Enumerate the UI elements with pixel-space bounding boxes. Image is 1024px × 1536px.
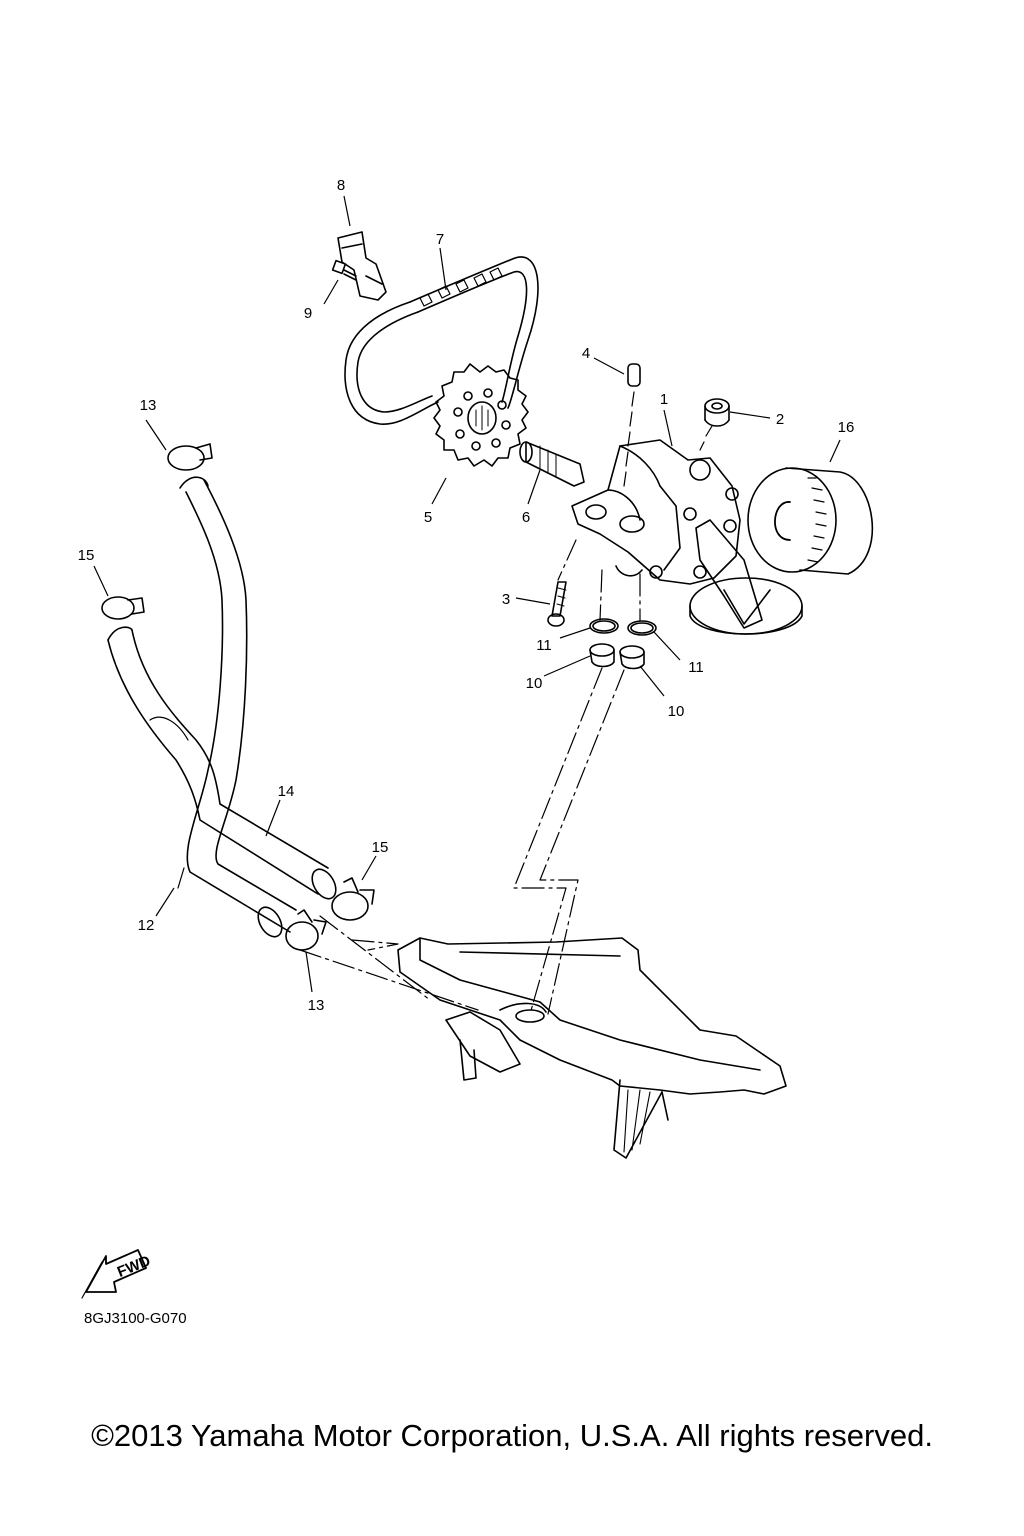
part-7-chain <box>344 256 539 425</box>
copyright-notice: ©2013 Yamaha Motor Corporation, U.S.A. A… <box>91 1418 933 1453</box>
part-2-collar <box>699 398 730 451</box>
part-4-dowel-pin <box>623 363 641 487</box>
callout-1: 1 <box>660 391 668 408</box>
callout-11-left: 11 <box>536 637 552 654</box>
callout-5: 5 <box>424 509 432 526</box>
callout-13-top: 13 <box>140 397 157 414</box>
part-12-hose <box>177 476 297 938</box>
oil-strainer <box>689 577 803 635</box>
callout-15-left: 15 <box>78 547 95 564</box>
figure-code: 8GJ3100-G070 <box>84 1310 187 1327</box>
callout-10-right: 10 <box>668 703 685 720</box>
callout-11-right: 11 <box>688 659 704 676</box>
part-8-chain-guide <box>337 231 387 301</box>
callout-leaders <box>93 195 841 993</box>
part-10-collars <box>589 643 645 670</box>
part-14-hose <box>107 626 337 900</box>
leader-lines <box>299 539 641 1015</box>
part-6-shaft <box>519 441 585 487</box>
part-1-oil-pump <box>571 439 763 629</box>
part-16-oil-filter <box>747 467 874 575</box>
callout-7: 7 <box>436 231 444 248</box>
part-11-o-rings <box>589 618 657 636</box>
callout-6: 6 <box>522 509 530 526</box>
callout-3: 3 <box>502 591 510 608</box>
callout-16: 16 <box>838 419 855 436</box>
callout-12: 12 <box>138 917 155 934</box>
hose-clamps <box>101 443 375 951</box>
callout-labels: 1 2 3 4 5 6 7 8 9 10 10 11 11 12 13 13 1… <box>78 177 855 1014</box>
part-9-bolt <box>331 259 357 281</box>
callout-14: 14 <box>278 783 295 800</box>
callout-9: 9 <box>304 305 312 322</box>
part-3-bolt <box>547 581 567 627</box>
part-5-sprocket <box>433 363 529 467</box>
fwd-label: FWD <box>115 1252 153 1281</box>
oil-pan <box>397 937 787 1159</box>
callout-15-right: 15 <box>372 839 389 856</box>
callout-2: 2 <box>776 411 784 428</box>
callout-4: 4 <box>582 345 590 362</box>
callout-8: 8 <box>337 177 345 194</box>
callout-13-bottom: 13 <box>308 997 325 1014</box>
callout-10-left: 10 <box>526 675 543 692</box>
fwd-arrow-icon <box>81 1249 147 1299</box>
